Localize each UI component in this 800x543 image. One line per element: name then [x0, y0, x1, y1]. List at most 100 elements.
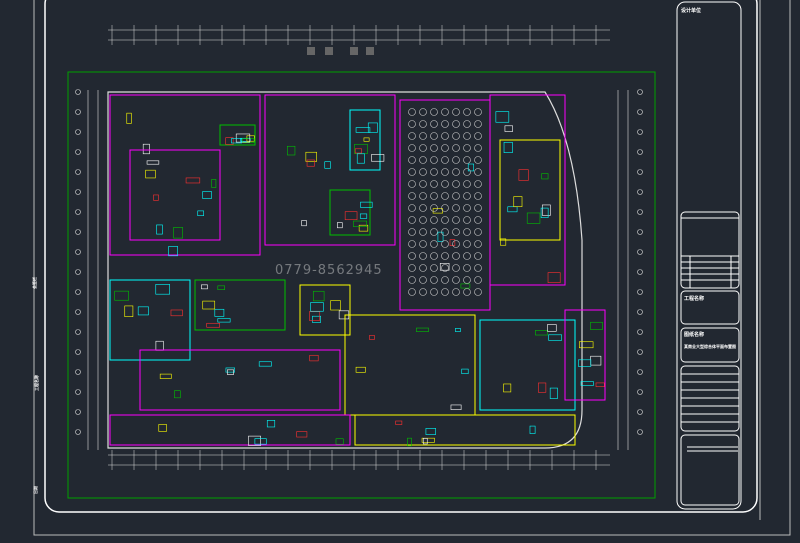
seat — [442, 157, 449, 164]
seat — [420, 289, 427, 296]
seat — [453, 229, 460, 236]
seat — [431, 121, 438, 128]
seat — [464, 265, 471, 272]
fixture — [581, 382, 593, 386]
axis-bubble — [638, 370, 643, 375]
seat — [453, 169, 460, 176]
fixture — [297, 432, 307, 437]
axis-bubble — [638, 210, 643, 215]
axis-bubble — [76, 350, 81, 355]
seat — [475, 289, 482, 296]
axis-bubble — [76, 110, 81, 115]
seat — [442, 241, 449, 248]
seat — [442, 289, 449, 296]
seat — [442, 169, 449, 176]
fixture — [259, 362, 271, 366]
seat — [431, 289, 438, 296]
seat — [453, 145, 460, 152]
fixture — [267, 420, 275, 427]
fixture — [207, 323, 220, 327]
fixture — [212, 179, 216, 187]
room-block — [110, 415, 350, 445]
seat — [442, 109, 449, 116]
axis-bubble — [76, 90, 81, 95]
fixture — [396, 421, 402, 425]
seat — [442, 133, 449, 140]
drawing-name-value: 某商业大型综合体平面布置图 — [684, 344, 736, 350]
axis-bubble — [76, 270, 81, 275]
axis-bubble — [76, 250, 81, 255]
seat — [409, 277, 416, 284]
seat — [420, 109, 427, 116]
fixture — [356, 128, 370, 133]
seat — [464, 133, 471, 140]
fixture — [143, 144, 149, 154]
fixture — [218, 286, 225, 290]
axis-bubble — [76, 430, 81, 435]
axis-bubble — [638, 170, 643, 175]
atrium-seating — [409, 109, 482, 296]
room-block — [500, 140, 560, 240]
seat — [475, 277, 482, 284]
seat — [464, 109, 471, 116]
fixture — [302, 220, 307, 225]
seat — [431, 277, 438, 284]
seat — [409, 109, 416, 116]
seat — [442, 193, 449, 200]
fixture — [337, 223, 342, 228]
fixture — [535, 330, 547, 335]
axis-bubble — [76, 130, 81, 135]
room-block — [480, 320, 575, 410]
design-unit-label: 设计单位 — [681, 7, 701, 14]
seat — [431, 109, 438, 116]
fixture — [138, 307, 148, 315]
fixture — [538, 383, 546, 392]
seat — [453, 265, 460, 272]
fixture — [156, 341, 163, 350]
seat — [420, 157, 427, 164]
axis-bubble — [638, 350, 643, 355]
seat — [409, 241, 416, 248]
seat — [475, 181, 482, 188]
seat — [409, 205, 416, 212]
fixture — [156, 284, 170, 294]
fixture — [364, 138, 369, 141]
fixture — [312, 316, 320, 322]
fixture — [115, 291, 129, 300]
room-block — [195, 280, 285, 330]
seat — [420, 205, 427, 212]
seat — [420, 181, 427, 188]
axis-bubble — [76, 230, 81, 235]
fixture — [201, 285, 207, 289]
fixture — [508, 207, 517, 212]
fixture — [514, 197, 522, 207]
seat — [431, 229, 438, 236]
seat — [475, 217, 482, 224]
seat — [409, 169, 416, 176]
seat — [464, 241, 471, 248]
seat — [464, 229, 471, 236]
axis-bubble — [638, 150, 643, 155]
seat — [464, 145, 471, 152]
fixture — [169, 246, 178, 255]
seat — [475, 145, 482, 152]
fixture — [578, 360, 590, 367]
fixture — [146, 170, 156, 178]
fixture — [455, 328, 460, 331]
seat — [409, 133, 416, 140]
fixture — [496, 112, 509, 123]
fixture — [596, 383, 604, 387]
seat — [409, 145, 416, 152]
seat — [420, 277, 427, 284]
seat — [431, 169, 438, 176]
project-name-label: 工程名称 — [684, 295, 704, 302]
fixture — [530, 426, 535, 433]
fixture — [550, 388, 557, 398]
seat — [475, 253, 482, 260]
seat — [453, 205, 460, 212]
axis-bubble — [638, 430, 643, 435]
seat — [464, 205, 471, 212]
seat — [464, 121, 471, 128]
room-block — [110, 280, 190, 360]
